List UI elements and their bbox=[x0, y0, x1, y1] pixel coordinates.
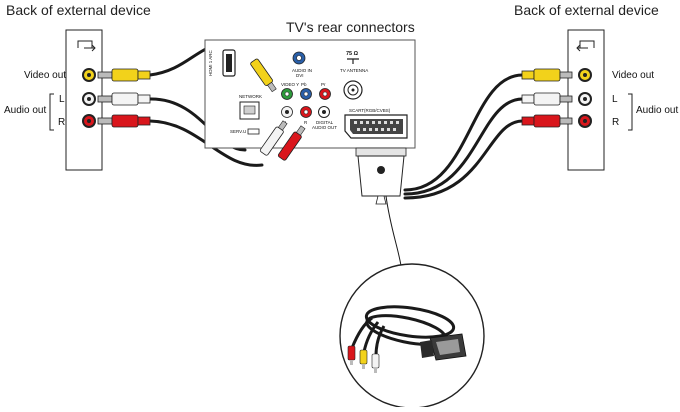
audio-in-jack bbox=[292, 51, 306, 65]
network-port bbox=[239, 101, 260, 120]
right-device-header: Back of external device bbox=[514, 2, 659, 18]
left-yellow-plug bbox=[97, 68, 151, 82]
ypbpr-pr-jack bbox=[319, 88, 331, 100]
left-device-header: Back of external device bbox=[6, 2, 151, 18]
left-audio-out-label: Audio out bbox=[4, 105, 46, 116]
ypbpr-pr-label: Pr bbox=[321, 82, 326, 87]
tv-antenna-label: TV ANTENNA bbox=[340, 68, 368, 73]
scart-port bbox=[344, 114, 408, 139]
right-video-jack bbox=[578, 68, 592, 82]
digital-audio-out-label-1: DIGITAL bbox=[316, 120, 334, 125]
digital-audio-out-jack bbox=[318, 106, 330, 118]
right-white-plug bbox=[521, 92, 573, 106]
right-audio-r-jack bbox=[578, 114, 592, 128]
left-audio-bracket bbox=[49, 93, 54, 131]
ypbpr-y-jack bbox=[281, 88, 293, 100]
left-plugs bbox=[97, 68, 151, 128]
right-video-out-label: Video out bbox=[612, 70, 654, 81]
tv-header: TV's rear connectors bbox=[286, 19, 415, 35]
tv-audio-r-jack bbox=[300, 106, 312, 118]
digital-audio-out-label-2: AUDIO OUT bbox=[312, 125, 337, 130]
right-audio-l-jack bbox=[578, 92, 592, 106]
ypbpr-y-label: VIDEO Y bbox=[281, 82, 299, 87]
tv-yellow-plug bbox=[250, 58, 277, 93]
tv-rear-panel: HDMI 1 ARC AUDIO IN DVI 75 Ω TV ANTENNA … bbox=[204, 39, 416, 149]
output-arrow-icon bbox=[77, 40, 96, 52]
right-audio-out-label: Audio out bbox=[636, 105, 678, 116]
hdmi-port bbox=[222, 49, 236, 77]
right-yellow-plug bbox=[521, 68, 573, 82]
scart-sub-label: (RGB/CVBS) bbox=[364, 108, 391, 113]
right-red-plug bbox=[521, 114, 573, 128]
right-audio-l-cable bbox=[403, 97, 524, 196]
serv-u-port bbox=[247, 128, 260, 135]
right-video-cable bbox=[403, 73, 524, 192]
right-l-label: L bbox=[612, 94, 618, 105]
tv-red-plug bbox=[277, 125, 306, 161]
antenna-jack bbox=[343, 80, 363, 100]
left-audio-r-jack bbox=[82, 114, 96, 128]
left-white-plug bbox=[97, 92, 151, 106]
audio-in-sub-label: DVI bbox=[296, 73, 304, 78]
right-plugs bbox=[521, 68, 573, 128]
tv-audio-l-jack bbox=[281, 106, 293, 118]
tv-r-label: R bbox=[304, 120, 308, 125]
right-device-panel: Video out L R Audio out bbox=[567, 29, 678, 171]
left-audio-l-jack bbox=[82, 92, 96, 106]
right-r-label: R bbox=[612, 117, 619, 128]
ypbpr-pb-jack bbox=[300, 88, 312, 100]
left-device-panel: Video out Audio out L R bbox=[4, 29, 103, 171]
hdmi-label: HDMI 1 ARC bbox=[208, 49, 213, 76]
network-label: NETWORK bbox=[239, 94, 262, 99]
ypbpr-pb-label: Pb bbox=[301, 82, 307, 87]
left-video-out-label: Video out bbox=[24, 70, 66, 81]
tv-side-plugs bbox=[250, 58, 306, 161]
scart-plug bbox=[355, 147, 407, 205]
output-arrow-icon bbox=[576, 40, 595, 52]
antenna-ohm-label: 75 Ω bbox=[346, 51, 359, 57]
scart-label: SCART bbox=[349, 108, 364, 113]
tv-white-plug bbox=[259, 120, 288, 156]
serv-u-label: SERV.U bbox=[230, 129, 246, 134]
right-audio-r-cable bbox=[403, 119, 524, 200]
left-l-label: L bbox=[59, 94, 65, 105]
tv-l-label: L bbox=[285, 120, 288, 125]
cable-photo-inset bbox=[339, 263, 485, 409]
antenna-icon bbox=[347, 58, 359, 64]
audio-in-label: AUDIO IN bbox=[292, 68, 312, 73]
left-r-label: R bbox=[58, 117, 65, 128]
scart-to-rca-cable-photo bbox=[347, 305, 467, 373]
right-audio-bracket bbox=[628, 93, 633, 131]
left-video-jack bbox=[82, 68, 96, 82]
left-red-plug bbox=[97, 114, 151, 128]
